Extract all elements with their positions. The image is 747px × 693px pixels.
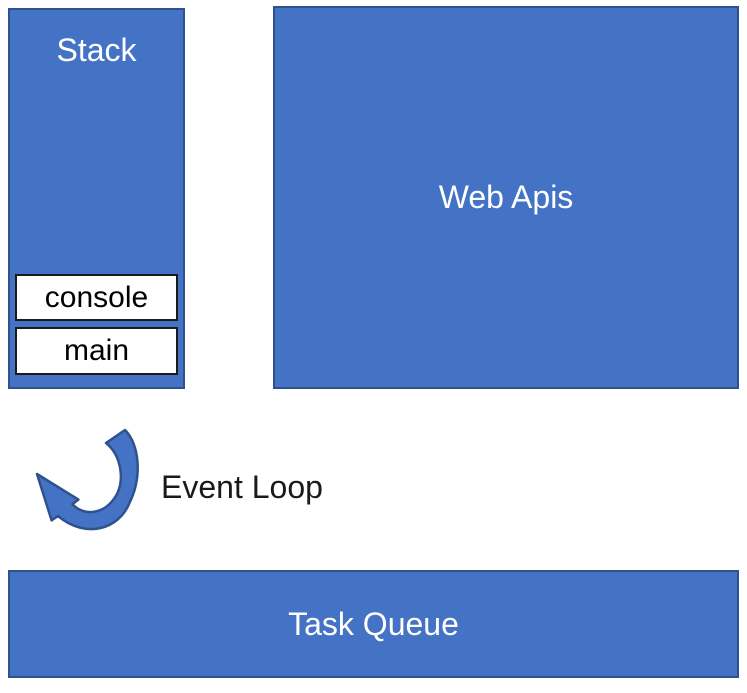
- task-queue-label: Task Queue: [288, 605, 459, 642]
- stack-frame-main: main: [15, 327, 178, 375]
- console-frame-label: console: [44, 280, 149, 314]
- stack-frame-console: console: [15, 274, 178, 321]
- stack-box: Stack console main: [8, 8, 185, 389]
- main-frame-label: main: [63, 334, 130, 367]
- stack-label: Stack: [56, 32, 137, 68]
- task-queue-box: Task Queue: [8, 570, 739, 678]
- event-loop-label: Event Loop: [161, 469, 323, 505]
- event-loop-curved-arrow-icon: [35, 428, 139, 531]
- web-apis-label: Web Apis: [438, 179, 574, 215]
- web-apis-box: Web Apis: [273, 6, 739, 389]
